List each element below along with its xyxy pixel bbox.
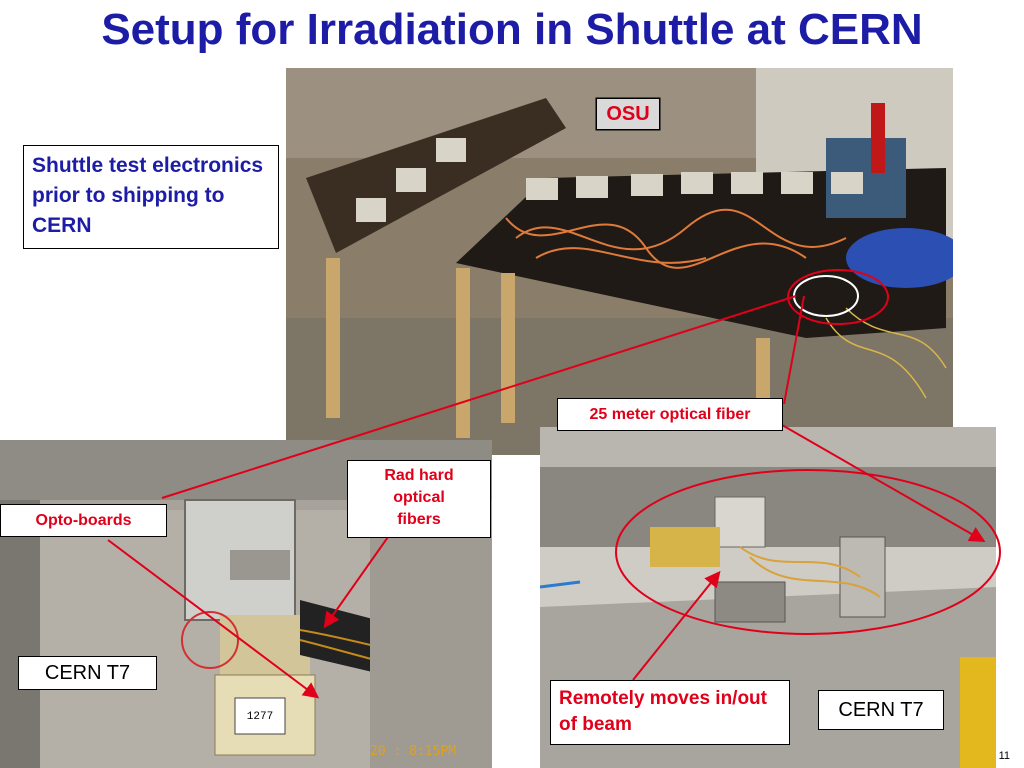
fiber-down-arrow: [783, 295, 805, 405]
remote-move-arrow: [632, 570, 721, 681]
shuttle-highlight-ellipse: [615, 469, 1001, 635]
rad-hard-arrow: [323, 536, 389, 629]
cern-t7-right-label: CERN T7: [818, 690, 944, 730]
cern-t7-left-label: CERN T7: [18, 656, 157, 690]
fiber-highlight-ellipse: [787, 269, 889, 325]
photo-timestamp: 20 : 8:15PM: [370, 744, 457, 759]
opto-boards-callout: Opto-boards: [0, 504, 167, 537]
slide-title: Setup for Irradiation in Shuttle at CERN: [101, 5, 923, 54]
opto-to-lab-arrow: [161, 295, 797, 499]
module-tag: 1277: [246, 711, 274, 723]
cern-t7-shuttle-photo: [0, 440, 492, 768]
opto-boards-arrow: [107, 539, 320, 699]
shuttle-test-callout: Shuttle test electronics prior to shippi…: [23, 145, 279, 249]
optical-fiber-callout: 25 meter optical fiber: [557, 398, 783, 431]
rad-hard-callout: Rad hard optical fibers: [347, 460, 491, 538]
page-number: 11: [998, 750, 1010, 762]
remotely-moves-callout: Remotely moves in/out of beam: [550, 680, 790, 745]
fiber-to-shuttle-arrow: [781, 424, 986, 542]
osu-label: OSU: [596, 98, 660, 130]
